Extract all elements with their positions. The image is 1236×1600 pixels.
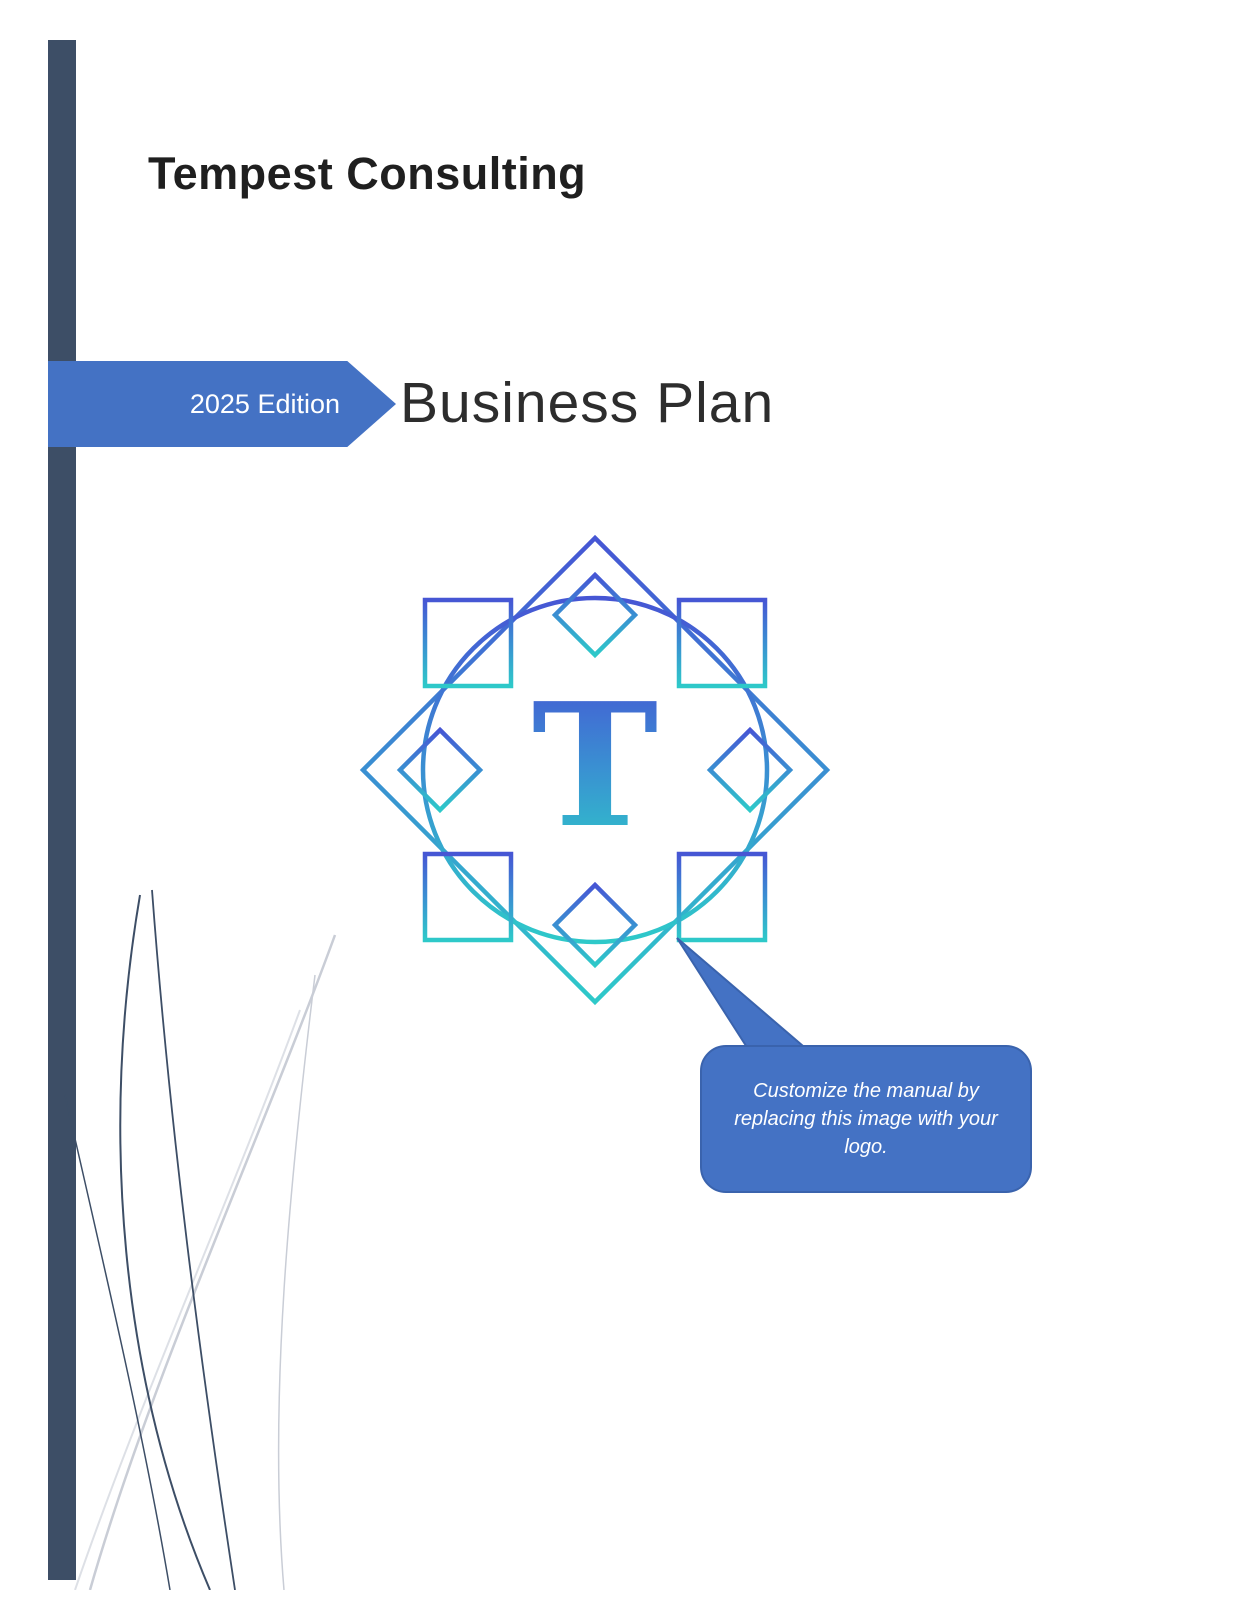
logo-cardinal-diamond — [396, 726, 484, 814]
callout-tail — [676, 937, 813, 1053]
left-accent-bar — [48, 40, 76, 1580]
logo-cardinal-diamond — [551, 571, 639, 659]
logo-cardinal-diamond — [551, 881, 639, 969]
document-title: Business Plan — [400, 371, 775, 435]
logo-corner-square — [676, 597, 768, 689]
company-logo[interactable]: T — [355, 530, 835, 1010]
edition-label: 2025 Edition — [189, 388, 340, 419]
callout-text: Customize the manual by replacing this i… — [734, 1080, 998, 1158]
logo-circle — [420, 595, 770, 945]
logo-cardinal-diamond — [706, 726, 794, 814]
company-name: Tempest Consulting — [148, 148, 587, 199]
edition-banner: 2025 Edition — [48, 361, 396, 447]
logo-corner-square — [422, 597, 514, 689]
logo-letter: T — [532, 666, 659, 866]
callout-bubble[interactable]: Customize the manual by replacing this i… — [700, 1045, 1032, 1193]
logo-corner-square — [676, 851, 768, 943]
logo-ornament — [359, 534, 831, 1006]
decorative-curves — [64, 889, 337, 1590]
logo-corner-square — [422, 851, 514, 943]
